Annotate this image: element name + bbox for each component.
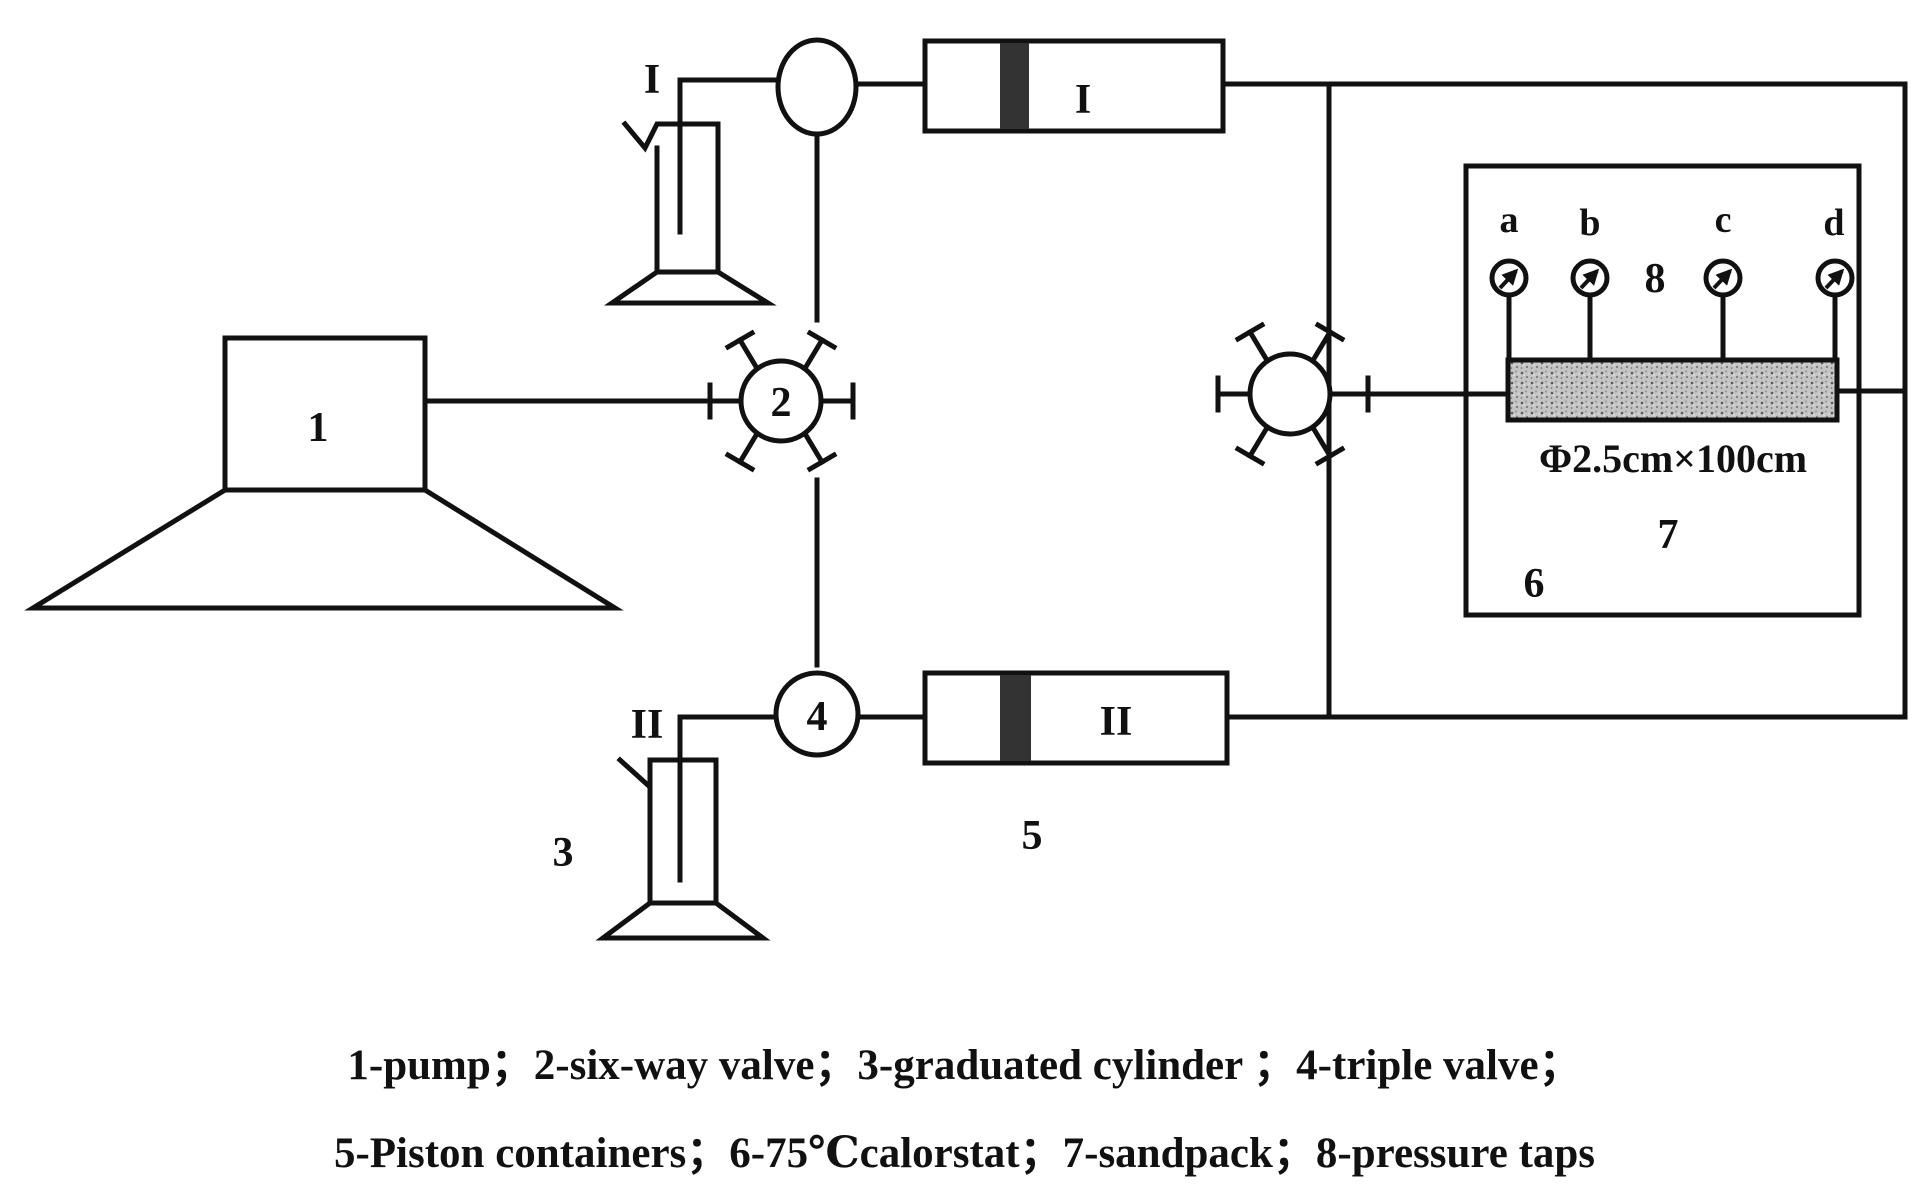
triple-valve-label: 4 [807,694,828,740]
upper-graduated-cylinder: I [603,57,781,306]
triple-valve [773,670,861,758]
upper-valve [775,37,859,137]
six-way-valve: 2 [707,329,856,473]
pressure-tap-a [1489,258,1529,363]
legend-line-1: 1-pump；2-six-way valve；3-graduated cylin… [347,1042,1582,1089]
lower-piston [1000,675,1031,761]
tap-c-label: c [1715,199,1732,241]
tap-d-label: d [1823,202,1844,244]
lower-graduated-cylinder: II [595,702,779,941]
calorstat [1463,163,1862,618]
pressure-tap-d [1815,258,1855,363]
sandpack-label: 7 [1658,512,1679,558]
pressure-tap-c [1703,258,1743,363]
upper-piston-container: I [922,38,1226,134]
right-six-way-valve [1215,321,1371,467]
pressure-taps-label: 8 [1645,256,1666,302]
six-way-valve-label: 2 [771,380,792,426]
piston-containers-label: 5 [1022,813,1043,859]
tap-a-label: a [1500,199,1519,241]
legend-line-2: 5-Piston containers；6-75℃calorstat；7-san… [333,1130,1596,1177]
sandpack [1505,357,1840,423]
tap-b-label: b [1579,202,1600,244]
sandpack-dimensions: Φ2.5cm×100cm [1539,436,1807,481]
lower-piston-label: II [1100,699,1133,745]
lower-piston-container: II [922,670,1230,766]
upper-piston [1000,43,1029,129]
upper-piston-label: I [1075,77,1091,123]
lower-cylinder-line-label: II [631,702,664,748]
pump: 1 [24,335,624,611]
upper-cylinder-line-label: I [644,57,660,103]
pressure-tap-b [1570,258,1610,363]
pump-label: 1 [308,405,329,451]
graduated-cylinder-label: 3 [553,830,574,876]
calorstat-label: 6 [1524,561,1545,607]
